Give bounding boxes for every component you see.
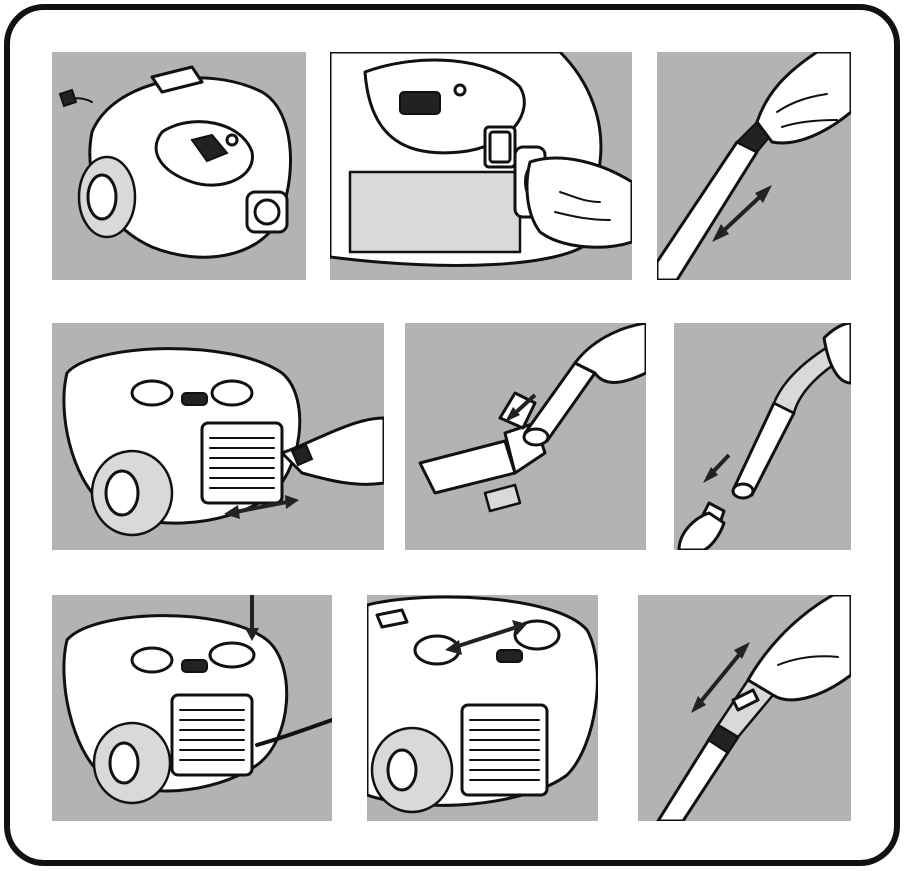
vacuum-cord-illustration [52, 323, 384, 550]
floor-nozzle-illustration [405, 323, 646, 550]
cord-rewind-illustration [52, 595, 332, 821]
panel-vacuum-cord-plug [52, 323, 384, 550]
handle-tube-illustration [674, 323, 851, 550]
telescopic-tube-illustration [657, 52, 851, 280]
suction-control-illustration [638, 595, 851, 821]
hose-inlet-illustration [330, 52, 632, 280]
panel-suction-control [638, 595, 851, 821]
carry-handle-illustration [367, 595, 598, 821]
panel-handle-tube [674, 323, 851, 550]
panel-vacuum-with-plug [52, 52, 306, 280]
panel-floor-nozzle [405, 323, 646, 550]
panel-telescopic-tube [657, 52, 851, 280]
panel-carry-handle [367, 595, 598, 821]
panel-cord-rewind [52, 595, 332, 821]
panel-hose-inlet [330, 52, 632, 280]
vacuum-cleaner-illustration [52, 52, 306, 280]
